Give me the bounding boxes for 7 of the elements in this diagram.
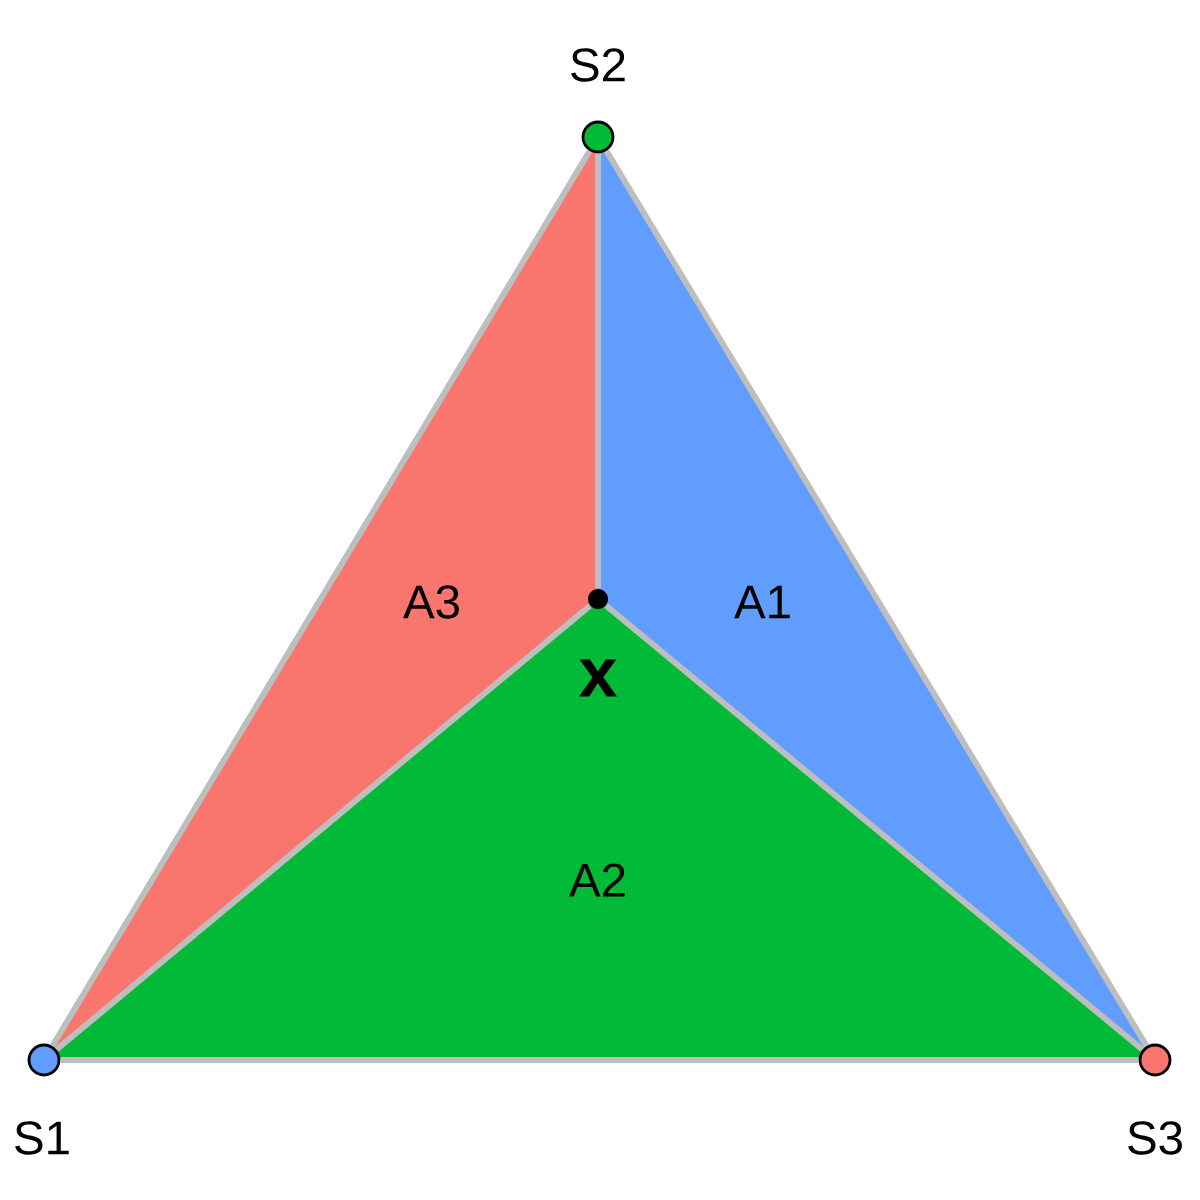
line [595, 153, 601, 589]
node-label: S3 [1128, 1121, 1182, 1155]
line [54, 603, 592, 1052]
node-label: S1 [15, 1121, 69, 1155]
line [60, 1057, 1139, 1063]
line [604, 603, 1145, 1052]
node-label: S2 [571, 48, 625, 82]
